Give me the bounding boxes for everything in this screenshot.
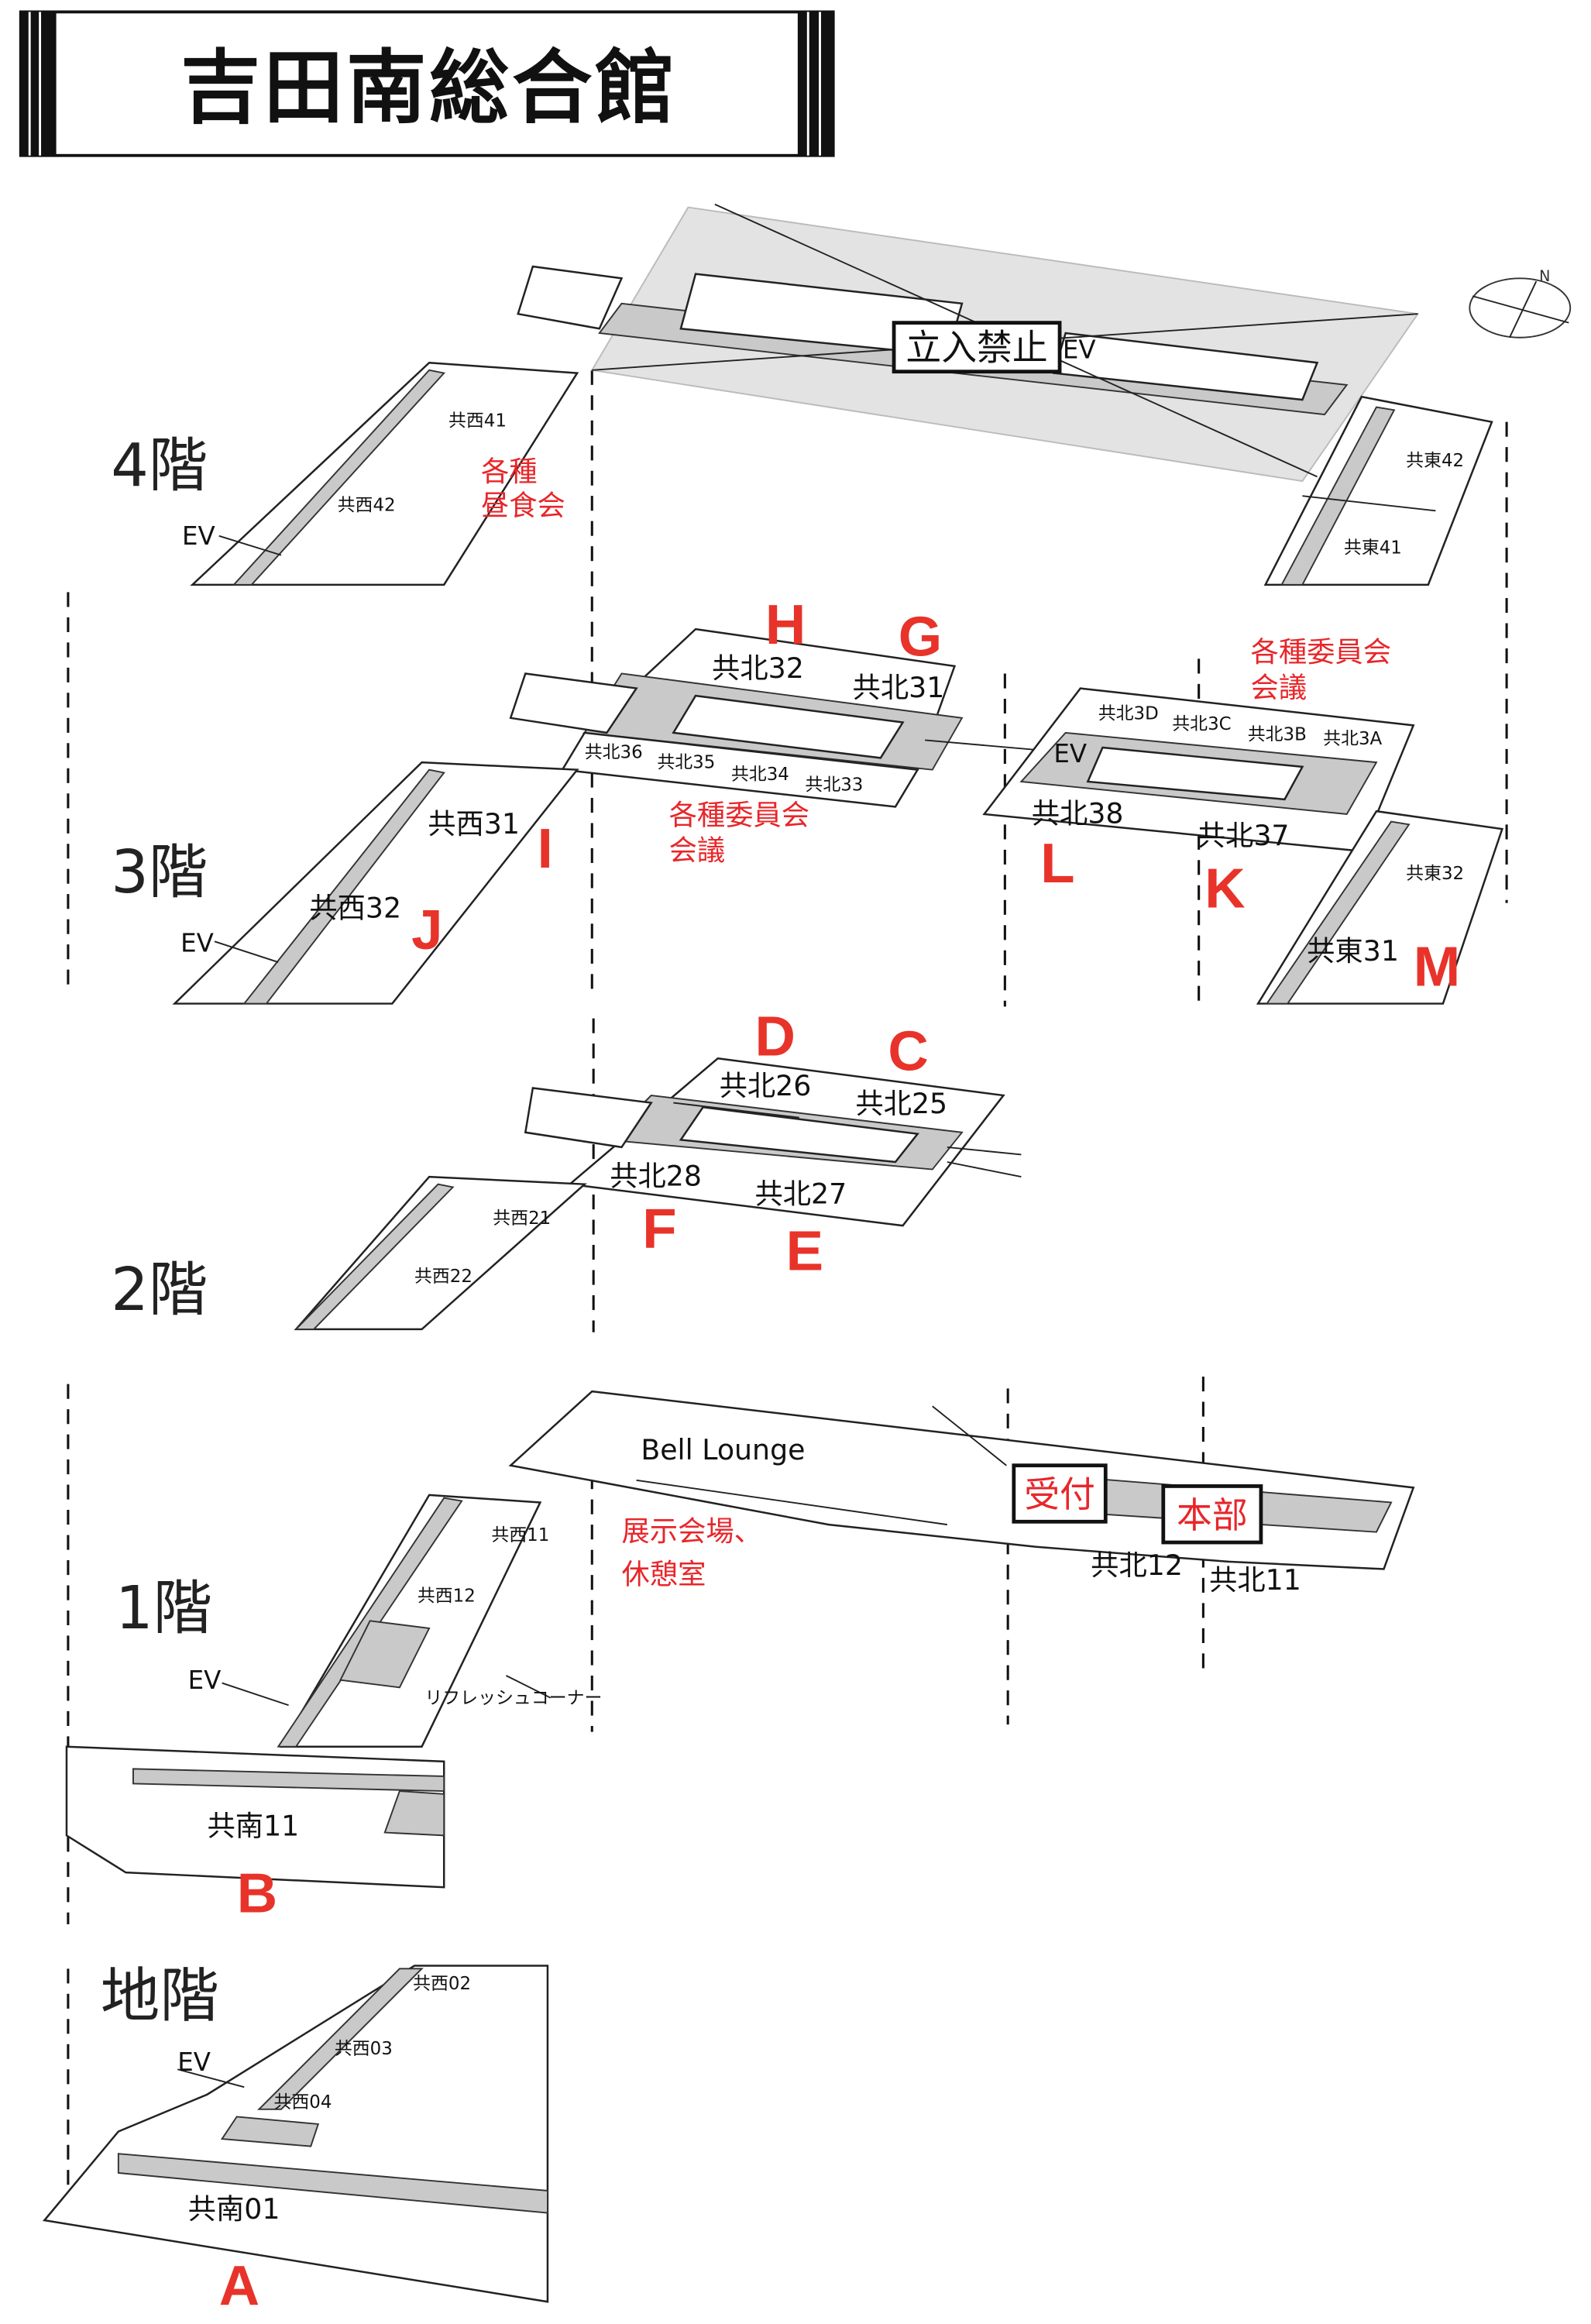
letter-J: J (411, 899, 442, 961)
room-label: 共西31 (428, 807, 520, 841)
room-label: 共北12 (1091, 1549, 1183, 1582)
reception-label: 受付 (1024, 1473, 1095, 1515)
annotation-committee: 会議 (1251, 671, 1308, 704)
room-label: 共東42 (1406, 451, 1464, 471)
room-label: 共北38 (1032, 796, 1124, 830)
room-label: 共西02 (413, 1974, 471, 1994)
room-label: 共西11 (491, 1525, 549, 1545)
annotation-committee: 各種委員会 (1251, 635, 1391, 669)
room-label: 共西41 (448, 411, 507, 431)
room-label: 共南01 (188, 2192, 280, 2226)
room-label: 共北25 (855, 1087, 947, 1120)
letter-I: I (538, 817, 553, 880)
hq-box (1161, 1484, 1263, 1545)
annotation-exhibit: 展示会場、 (621, 1514, 761, 1548)
room-label: 共東31 (1307, 934, 1399, 968)
room-label: 共北26 (720, 1069, 812, 1102)
room-label: 共南11 (207, 1809, 299, 1842)
floor-1-plan (65, 1390, 1415, 1889)
room-label: 共西03 (335, 2039, 393, 2059)
room-label: 共北32 (712, 651, 804, 685)
floor-2-plan (294, 1057, 1022, 1331)
ev-label: EV (180, 929, 214, 958)
room-label: 共北3D (1098, 704, 1159, 724)
floor-label-4: 4階 (111, 431, 208, 500)
ev-label: EV (1063, 335, 1096, 364)
room-label: 共西12 (418, 1586, 476, 1606)
room-label: 共北37 (1198, 819, 1290, 852)
room-label: 共北3C (1172, 714, 1231, 734)
room-label: 共東41 (1344, 538, 1402, 559)
letter-K: K (1204, 857, 1245, 920)
room-label: 共北28 (610, 1160, 702, 1193)
floor-label-2: 2階 (111, 1256, 208, 1325)
letter-G: G (899, 606, 942, 669)
letter-A: A (219, 2254, 259, 2317)
room-label: 共西42 (338, 495, 396, 515)
reception-box (1012, 1463, 1108, 1524)
annotation-lunch: 各種 (481, 455, 538, 488)
room-label: 共北36 (585, 742, 643, 762)
room-letters: H G I J L K M D C F E B A (219, 593, 1460, 2317)
floor-basement-plan (42, 1965, 549, 2303)
room-label: 共西32 (309, 892, 401, 925)
letter-B: B (237, 1862, 277, 1925)
room-label: 共西22 (414, 1267, 472, 1287)
ev-label: EV (188, 1666, 222, 1695)
room-label: 共北11 (1209, 1563, 1301, 1597)
room-label: 共北34 (731, 765, 789, 785)
ev-label: EV (182, 521, 215, 551)
room-label: 共北33 (805, 775, 863, 795)
building-title: 吉田南総合館 (180, 42, 678, 135)
letter-D: D (754, 1005, 795, 1067)
ev-label: EV (1053, 739, 1087, 768)
floor-label-1: 1階 (115, 1574, 212, 1643)
room-label: 共北31 (853, 671, 945, 704)
hq-label: 本部 (1177, 1494, 1248, 1536)
compass-icon: N (1469, 267, 1572, 339)
svg-text:N: N (1539, 267, 1550, 285)
annotation-exhibit: 休憩室 (621, 1558, 706, 1591)
letter-L: L (1040, 832, 1074, 895)
floor-3-plan (172, 627, 1504, 1005)
title-plate: 吉田南総合館 (19, 10, 835, 157)
floor-4-plan: 立入禁止 EV (190, 203, 1493, 586)
letter-M: M (1414, 936, 1460, 999)
room-label: 共北3B (1248, 724, 1307, 744)
letter-F: F (642, 1198, 676, 1260)
annotation-lunch: 昼食会 (481, 489, 565, 522)
annotation-committee: 各種委員会 (669, 798, 809, 831)
room-label: 共西04 (273, 2092, 332, 2113)
room-label: Bell Lounge (641, 1433, 805, 1466)
room-label: リフレッシュコーナー (424, 1688, 602, 1708)
letter-C: C (888, 1020, 928, 1083)
room-label: 共東32 (1406, 864, 1464, 884)
letter-H: H (765, 593, 806, 656)
letter-E: E (786, 1219, 823, 1282)
closed-sign (892, 321, 1062, 374)
ev-label: EV (177, 2047, 211, 2077)
floor-label-3: 3階 (111, 838, 208, 907)
floor-label-basement: 地階 (101, 1961, 219, 2030)
closed-label: 立入禁止 (905, 326, 1047, 368)
room-label: 共西21 (493, 1208, 551, 1229)
room-label: 共北35 (657, 753, 715, 773)
room-label: 共北3A (1323, 729, 1382, 749)
annotation-committee: 会議 (669, 834, 726, 867)
room-label: 共北27 (754, 1177, 847, 1210)
